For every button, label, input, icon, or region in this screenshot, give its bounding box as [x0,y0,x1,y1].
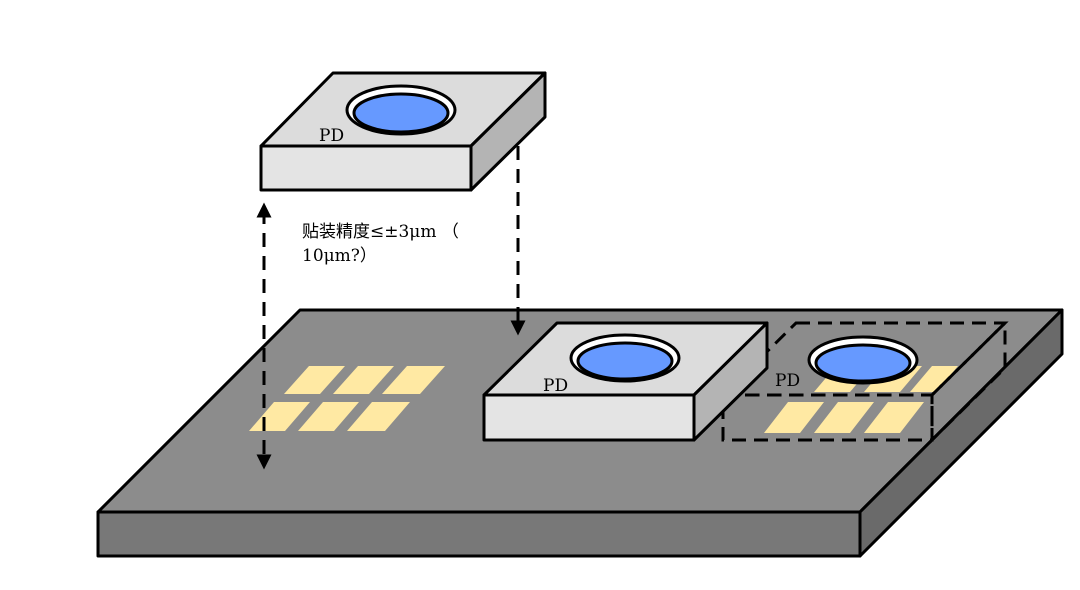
placed-chip-side [692,321,769,442]
bond-pad [333,366,394,394]
substrate-front-face [96,510,862,558]
ghost-chip-lens [807,335,919,385]
bond-pad [910,366,958,392]
floating-chip-lens [345,84,457,136]
bond-pad [382,366,445,394]
bond-pad [347,402,410,431]
bond-pad [814,402,874,433]
bond-pad [764,402,824,433]
bond-pad [284,366,345,394]
placed-chip-front [482,393,696,442]
floating-chip-front [259,144,473,192]
accuracy-annotation-line1: 贴装精度≤±3μm （ [302,222,459,242]
bond-pad [298,402,359,431]
placed-chip-lens [569,333,681,383]
bond-pad [864,402,924,433]
floating-chip-side [469,71,547,192]
accuracy-annotation-line2: 10μm?） [302,246,377,266]
ghost-chip-label: PD [775,371,800,391]
floating-chip [259,71,547,192]
placed-chip-label: PD [543,376,568,396]
floating-chip-label: PD [319,126,344,146]
